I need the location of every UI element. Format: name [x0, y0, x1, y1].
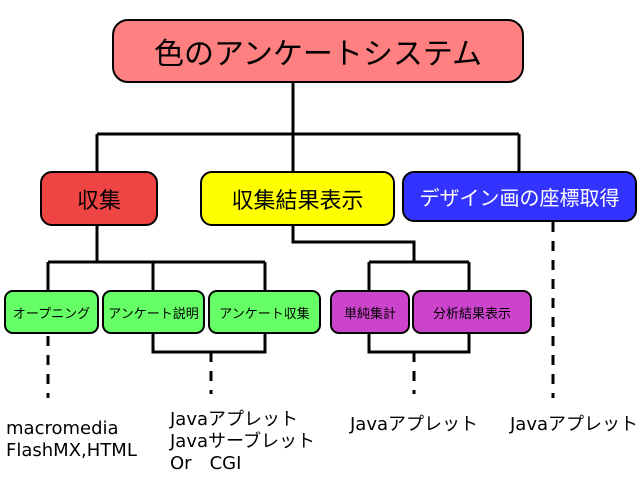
tech-note-results: Javaアプレット — [350, 414, 478, 436]
branch-node-label: 収集結果表示 — [231, 188, 364, 214]
results-bottom-bracket — [367, 334, 471, 354]
tech-note-survey: Javaアプレット Javaサーブレット Or CGI — [170, 409, 315, 475]
collect-bottom-bracket — [151, 334, 267, 354]
leaf-node-analysis-results-display[interactable]: 分析結果表示 — [412, 290, 532, 334]
leaf-node-label: アンケート収集 — [219, 306, 310, 322]
branch-node-label: デザイン画の座標取得 — [419, 186, 620, 210]
root-node-label: 色のアンケートシステム — [154, 37, 482, 72]
tech-note-line: Javaアプレット — [510, 414, 639, 435]
branch-node-collect-results-display[interactable]: 収集結果表示 — [200, 171, 395, 226]
tech-note-line: Javaアプレット — [170, 409, 299, 430]
leaf-node-label: 単純集計 — [343, 306, 396, 322]
leaf-node-survey-collection[interactable]: アンケート収集 — [208, 290, 321, 334]
tech-note-opening: macromedia FlashMX,HTML — [6, 418, 137, 462]
leaf-node-opening[interactable]: オープニング — [4, 290, 99, 334]
tech-note-line: Javaサーブレット — [170, 431, 315, 452]
leaf-node-label: 分析結果表示 — [432, 306, 511, 322]
leaf-node-survey-explanation[interactable]: アンケート説明 — [102, 290, 205, 334]
branch-node-design-coordinate-acquisition[interactable]: デザイン画の座標取得 — [402, 171, 637, 222]
tech-note-design: Javaアプレット — [510, 414, 638, 436]
branch-node-collect[interactable]: 収集 — [40, 171, 158, 226]
root-node-color-survey-system[interactable]: 色のアンケートシステム — [112, 19, 524, 83]
leaf-node-label: アンケート説明 — [108, 306, 199, 322]
leaf-node-simple-tally[interactable]: 単純集計 — [330, 290, 410, 334]
results-stem-line — [291, 226, 416, 262]
tech-note-line: Javaアプレット — [350, 414, 479, 435]
branch-node-label: 収集 — [76, 188, 121, 214]
leaf-node-label: オープニング — [12, 306, 91, 322]
tech-note-line: Or CGI — [170, 453, 242, 474]
tech-note-line: macromedia — [6, 418, 119, 439]
tech-note-line: FlashMX,HTML — [6, 440, 137, 461]
